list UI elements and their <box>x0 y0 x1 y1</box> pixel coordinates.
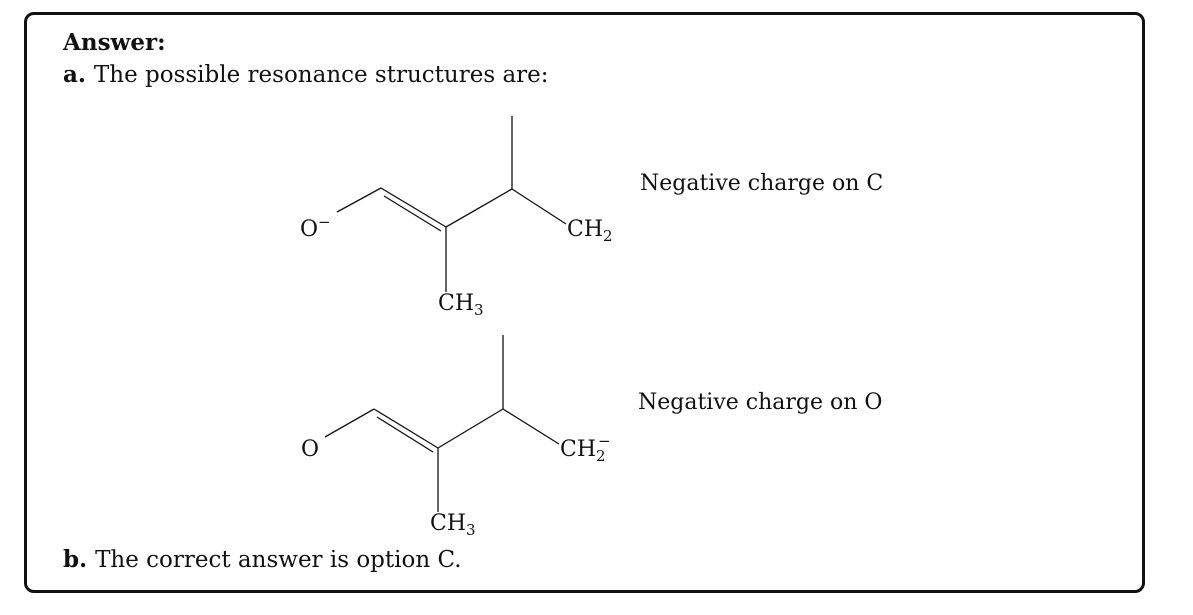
part-a-text: The possible resonance structures are: <box>93 62 549 88</box>
part-b-text: The correct answer is option C. <box>95 547 462 573</box>
part-a-line: a. The possible resonance structures are: <box>63 63 549 87</box>
bond-c3-ch2 <box>502 408 560 445</box>
bond-c1-c2-double <box>383 195 442 232</box>
bond-o-c1 <box>336 187 382 213</box>
methylene-label: CH2 <box>560 437 606 465</box>
part-b-line: b. The correct answer is option C. <box>63 548 462 572</box>
structure-1: O− CH2 CH3 Negative charge on C <box>300 116 883 319</box>
part-b-marker: b. <box>63 546 88 573</box>
bond-c3-ch2 <box>511 188 567 225</box>
bond-c1-c2 <box>380 187 447 228</box>
bond-c1-c2 <box>373 408 439 449</box>
charge-note-2: Negative charge on O <box>638 390 882 415</box>
answer-box <box>24 12 1145 593</box>
methyl-label: CH3 <box>430 511 476 539</box>
bond-o-c1 <box>324 408 375 438</box>
methylene-charge: − <box>598 432 611 450</box>
methyl-label: CH3 <box>438 291 484 319</box>
bond-c2-c3 <box>445 188 513 228</box>
charge-note-1: Negative charge on C <box>640 171 883 196</box>
bond-c1-c2-double <box>376 416 434 453</box>
bond-c2-c3 <box>437 408 504 449</box>
oxygen-label: O <box>301 437 319 462</box>
structure-2: O CH2 − CH3 Negative charge on O <box>301 335 882 539</box>
answer-heading: Answer: <box>63 29 166 56</box>
methylene-label: CH2 <box>567 217 613 245</box>
part-a-marker: a. <box>63 61 86 88</box>
oxygen-label: O− <box>300 213 331 242</box>
